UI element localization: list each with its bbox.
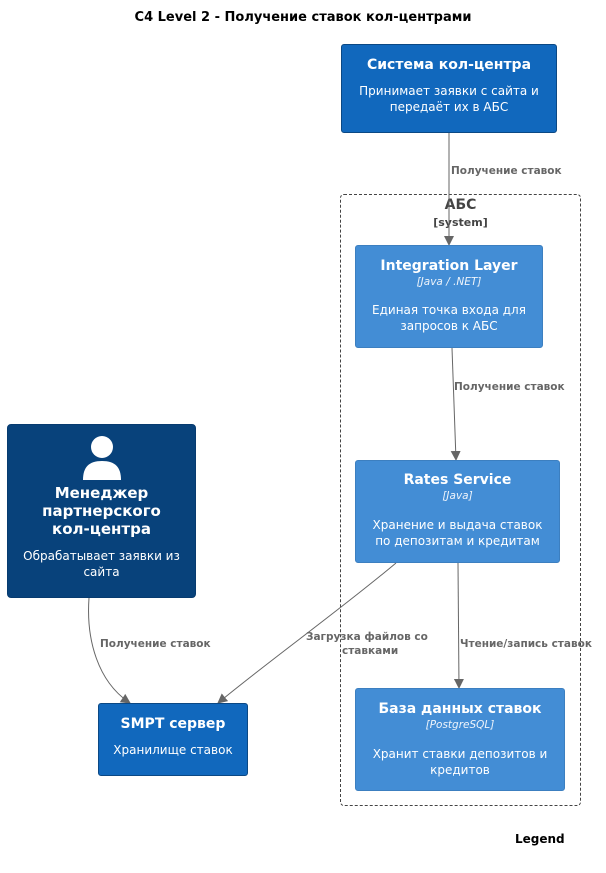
integration-layer-node[interactable]: Integration Layer [Java / .NET] Единая т… [355,245,543,348]
edge-rates-to-smpt [217,562,397,704]
integration-layer-desc-1: Единая точка входа для [372,303,526,317]
callcenter-system-name: Система кол-центра [366,57,532,73]
rates-db-node[interactable]: База данных ставок [PostgreSQL] Хранит с… [355,688,565,791]
smpt-server-name: SMPT сервер [120,716,226,732]
manager-person-node[interactable]: Менеджер партнерского кол-центра Обрабат… [7,424,196,598]
rates-service-tech: [Java] [442,490,473,502]
smpt-server-node[interactable]: SMPT сервер Хранилище ставок [98,703,248,776]
callcenter-system-desc-1: Принимает заявки с сайта и [359,84,539,98]
callcenter-system-desc-2: передаёт их в АБС [389,100,509,114]
boundary-type: [system] [433,216,488,229]
edge-rates-to-db [453,562,464,689]
rel-label-integration-to-rates: Получение ставок [454,381,565,393]
manager-name-3: кол-центра [52,520,151,538]
rel-label-manager-to-smpt: Получение ставок [100,638,211,650]
edge-integration-to-rates [450,347,461,461]
rel-label-rates-to-db: Чтение/запись ставок [460,638,592,650]
rates-service-node[interactable]: Rates Service [Java] Хранение и выдача с… [355,460,560,563]
smpt-server-desc: Хранилище ставок [113,743,233,757]
integration-layer-tech: [Java / .NET] [416,276,482,288]
rel-label-callcenter-to-integration: Получение ставок [451,165,562,177]
rates-db-tech: [PostgreSQL] [425,719,495,731]
rates-service-name: Rates Service [403,472,512,488]
edge-manager-to-smpt [88,597,131,704]
manager-name-2: партнерского [42,502,161,520]
integration-layer-name: Integration Layer [380,258,518,274]
rates-db-desc-1: Хранит ставки депозитов и [372,747,548,761]
rates-service-desc-1: Хранение и выдача ставок [372,518,543,532]
boundary-name: АБС [444,197,477,213]
integration-layer-desc-2: запросов к АБС [400,319,498,333]
callcenter-system-node[interactable]: Система кол-центра Принимает заявки с са… [341,44,557,133]
diagram-title: C4 Level 2 - Получение ставок кол-центра… [134,10,472,25]
manager-name-1: Менеджер [54,484,149,502]
rates-db-desc-2: кредитов [430,763,490,777]
person-icon [82,436,121,480]
manager-desc-1: Обрабатывает заявки из [23,549,180,563]
abs-boundary [340,194,581,806]
rel-label-rates-to-smpt-2: ставками [342,645,399,657]
manager-desc-2: сайта [83,565,120,579]
legend-title: Legend [515,832,565,846]
rel-label-rates-to-smpt-1: Загрузка файлов со [306,631,428,643]
rates-service-desc-2: по депозитам и кредитам [375,534,540,548]
rates-db-name: База данных ставок [378,701,542,717]
